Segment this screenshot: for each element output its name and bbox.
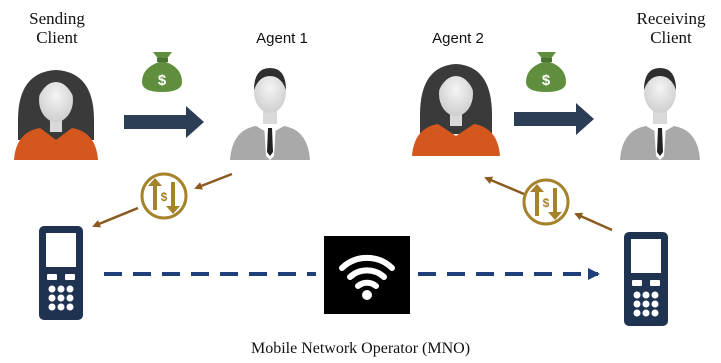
money-bag-icon: $	[142, 52, 182, 92]
exchange-symbol: $	[161, 190, 168, 204]
agent2-person	[412, 64, 500, 156]
exchange-icon: $	[140, 172, 188, 220]
agent1-to-exchange-arrow	[194, 172, 233, 190]
sending-client-label: Sending Client	[14, 9, 100, 47]
receiving-client-label-line1: Receiving	[636, 9, 706, 28]
money-bag-symbol: $	[158, 72, 167, 89]
agent1-label: Agent 1	[256, 30, 308, 47]
exchange-icon-2: $	[522, 178, 570, 226]
sending-client-label-line1: Sending	[29, 9, 85, 28]
money-bag-symbol-2: $	[542, 72, 551, 89]
exchange-to-agent2-arrow	[484, 176, 525, 196]
sending-client-label-line2: Client	[36, 27, 78, 47]
agent1-person	[230, 68, 310, 160]
money-bag-icon-2: $	[526, 52, 566, 92]
exchange-to-sender-phone-arrow	[92, 206, 139, 228]
mno-caption: Mobile Network Operator (MNO)	[250, 340, 471, 357]
receiver-phone-icon	[624, 232, 668, 326]
receiving-client-label: Receiving Client	[622, 9, 720, 47]
transfer-arrow-icon-2	[514, 103, 594, 135]
receiving-client-person	[620, 68, 700, 160]
wifi-icon	[324, 236, 410, 314]
transfer-arrow-icon	[124, 106, 204, 138]
receiver-phone-to-exchange-arrow	[574, 212, 613, 232]
receiving-client-label-line2: Client	[650, 27, 692, 47]
exchange-symbol-2: $	[543, 196, 550, 210]
agent2-label: Agent 2	[432, 30, 484, 47]
sender-phone-icon	[39, 226, 83, 320]
sending-client-person	[14, 70, 98, 160]
